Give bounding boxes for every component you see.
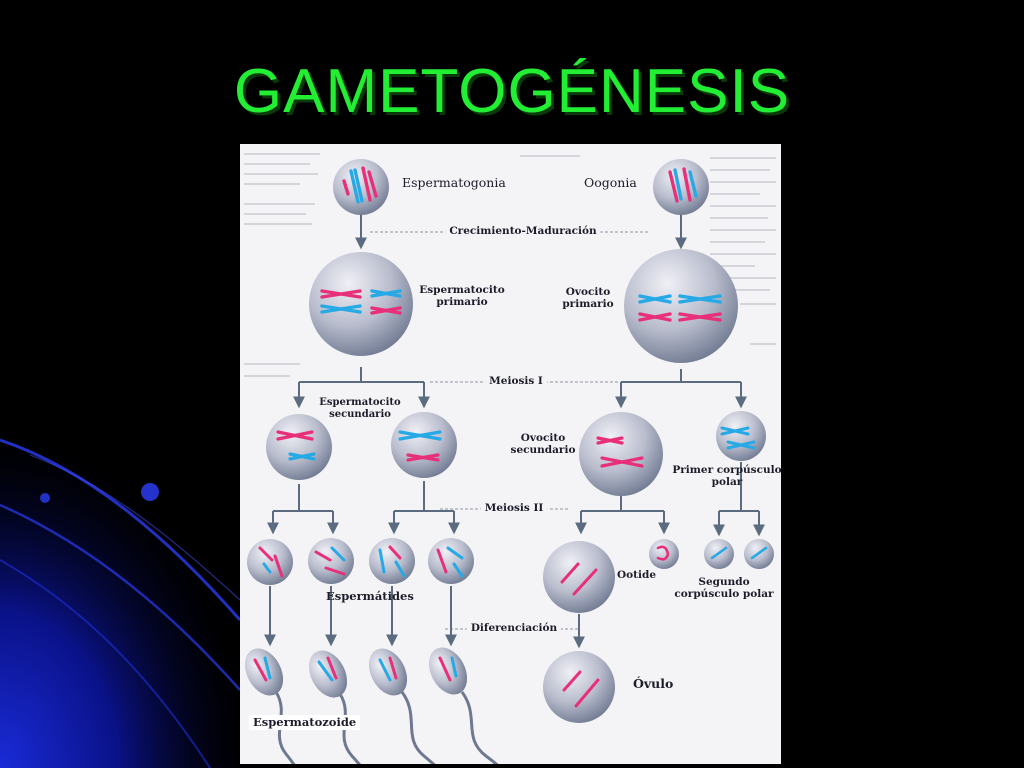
scan-margin-text — [244, 153, 776, 377]
spermatid-cell-2 — [308, 538, 354, 584]
label-first-polar-body: Primer corpúsculo polar — [672, 464, 781, 489]
spermatozoon-4 — [428, 647, 499, 764]
slide-title: GAMETOGÉNESIS — [233, 57, 791, 126]
secondary-oocyte-cell — [579, 412, 663, 496]
label-spermatozoon: Espermatozoide — [249, 715, 361, 731]
ovum-cell — [543, 651, 615, 723]
spermatozoon-1 — [244, 648, 296, 764]
second-polar-body-cell-2 — [744, 539, 774, 569]
spermatogonia-cell — [333, 159, 389, 215]
label-secondary-spermatocyte: Espermatocito secundario — [319, 397, 401, 420]
stage-meiosis-1: Meiosis I — [485, 374, 547, 388]
label-second-polar-body: Segundo corpúsculo polar — [674, 576, 774, 601]
spermatozoon-3 — [368, 648, 436, 764]
stage-meiosis-2: Meiosis II — [480, 501, 548, 515]
label-primary-spermatocyte: Espermatocito primario — [419, 284, 505, 309]
label-primary-oocyte: Ovocito primario — [562, 286, 614, 311]
label-ootid: Ootide — [617, 569, 657, 581]
second-polar-body-cell-1 — [704, 539, 734, 569]
oogonia-cell — [653, 159, 709, 215]
spermatid-cell-1 — [247, 539, 293, 585]
spermatid-cell-4 — [428, 538, 474, 584]
label-oogonia: Oogonia — [584, 175, 637, 190]
decorative-swooshes — [0, 420, 260, 768]
spermatid-cell-3 — [369, 538, 415, 584]
spermatozoon-2 — [308, 650, 362, 764]
label-ovum: Óvulo — [633, 676, 674, 691]
label-secondary-oocyte: Ovocito secundario — [510, 432, 576, 457]
secondary-spermatocyte-cell-2 — [391, 412, 457, 478]
primary-spermatocyte-cell — [309, 252, 413, 356]
ootid-cell — [543, 541, 615, 613]
stage-differentiation: Diferenciación — [466, 621, 562, 635]
primary-oocyte-cell — [624, 249, 738, 363]
secondary-spermatocyte-cell-1 — [266, 414, 332, 480]
diagram-drawing — [244, 153, 776, 764]
lineage-connectors — [264, 214, 765, 649]
label-spermatogonia: Espermatogonia — [402, 175, 506, 190]
label-spermatids: Espermátides — [326, 589, 414, 603]
gametogenesis-diagram: Espermatogonia Oogonia Crecimiento-Madur… — [240, 144, 781, 764]
first-polar-body-cell — [716, 411, 766, 461]
stage-growth: Crecimiento-Maduración — [445, 224, 601, 238]
first-polar-body-division-cell — [649, 539, 679, 569]
